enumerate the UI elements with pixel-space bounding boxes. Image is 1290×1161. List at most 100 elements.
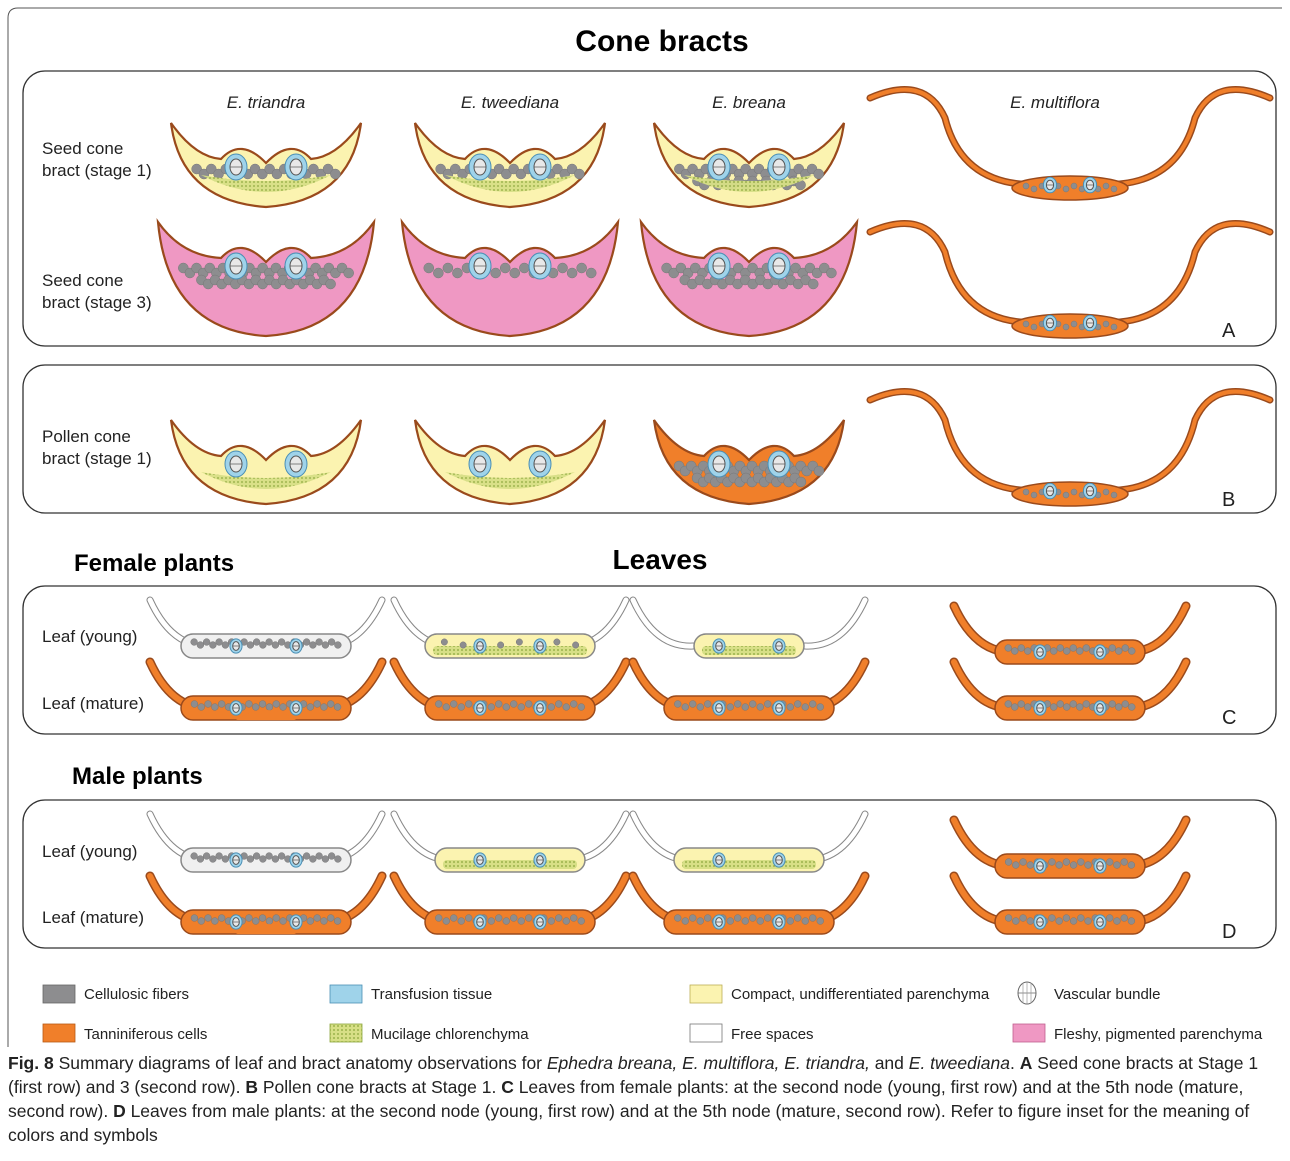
cellulosic-fiber bbox=[554, 639, 560, 645]
cellulosic-fiber bbox=[278, 639, 285, 646]
leaf-diagram bbox=[150, 600, 382, 658]
cellulosic-fiber bbox=[555, 701, 562, 708]
cellulosic-fiber bbox=[1012, 918, 1019, 925]
cellulosic-fiber bbox=[697, 918, 704, 925]
bract-tannin bbox=[870, 224, 1270, 322]
cellulosic-fiber bbox=[1005, 915, 1012, 922]
bract-diagram bbox=[158, 222, 374, 336]
cellulosic-fiber bbox=[443, 704, 450, 711]
cellulosic-fiber bbox=[222, 856, 229, 863]
leaf-diagram bbox=[394, 600, 626, 658]
cellulosic-fiber bbox=[344, 268, 354, 278]
cellulosic-fiber bbox=[253, 639, 260, 646]
cellulosic-fiber bbox=[1111, 492, 1117, 498]
leaf-diagram bbox=[633, 814, 865, 872]
bract-midrib bbox=[1012, 482, 1128, 506]
leaf-diagram bbox=[954, 606, 1186, 664]
cellulosic-fiber bbox=[1106, 915, 1113, 922]
cellulosic-fiber bbox=[1011, 704, 1018, 711]
cellulosic-fiber bbox=[259, 856, 266, 863]
cellulosic-fiber bbox=[518, 704, 525, 711]
cellulosic-fiber bbox=[802, 918, 809, 925]
cellulosic-fiber bbox=[209, 856, 216, 863]
cellulosic-fiber bbox=[197, 856, 204, 863]
cellulosic-fiber bbox=[1114, 862, 1121, 869]
cellulosic-fiber bbox=[259, 642, 266, 649]
cellulosic-fiber bbox=[272, 642, 279, 649]
cellulosic-fiber bbox=[503, 704, 510, 711]
bract-diagram bbox=[171, 420, 361, 504]
cellulosic-fiber bbox=[266, 639, 273, 646]
cellulosic-fiber bbox=[246, 915, 253, 922]
cellulosic-fiber bbox=[1111, 186, 1117, 192]
cellulosic-fiber bbox=[1011, 648, 1018, 655]
cellulosic-fiber bbox=[1128, 648, 1135, 655]
cellulosic-fiber bbox=[525, 915, 532, 922]
bract-midrib bbox=[1012, 314, 1128, 338]
cellulosic-fiber bbox=[435, 915, 442, 922]
cellulosic-fiber bbox=[334, 704, 341, 711]
cellulosic-fiber bbox=[1103, 183, 1109, 189]
cellulosic-fiber bbox=[734, 915, 741, 922]
cellulosic-fiber bbox=[1057, 645, 1064, 652]
cellulosic-fiber bbox=[704, 701, 711, 708]
cellulosic-fiber bbox=[1031, 324, 1037, 330]
cellulosic-fiber bbox=[1070, 918, 1077, 925]
legend-swatch-free bbox=[690, 1024, 722, 1042]
cellulosic-fiber bbox=[674, 701, 681, 708]
cellulosic-fiber bbox=[322, 642, 329, 649]
legend-swatch-fibers bbox=[43, 985, 75, 1003]
cellulosic-fiber bbox=[458, 918, 465, 925]
cellulosic-fiber bbox=[1056, 918, 1063, 925]
legend-label-tannin: Tanniniferous cells bbox=[84, 1026, 207, 1043]
cellulosic-fiber bbox=[1063, 915, 1070, 922]
row-label-d-mature: Leaf (mature) bbox=[42, 908, 144, 927]
bract-diagram bbox=[654, 420, 844, 504]
cellulosic-fiber bbox=[1121, 915, 1128, 922]
cellulosic-fiber bbox=[1128, 704, 1135, 711]
panel-letter-d: D bbox=[1222, 921, 1236, 943]
leaf-diagram bbox=[150, 662, 382, 720]
cellulosic-fiber bbox=[548, 704, 555, 711]
leaf-mucilage bbox=[433, 646, 587, 655]
row-label-d-young: Leaf (young) bbox=[42, 842, 137, 861]
cellulosic-fiber bbox=[826, 268, 836, 278]
cellulosic-fiber bbox=[316, 853, 323, 860]
figure-caption: Fig. 8 Summary diagrams of leaf and brac… bbox=[8, 1051, 1280, 1147]
cellulosic-fiber bbox=[742, 704, 749, 711]
multiflora-bract bbox=[870, 392, 1270, 506]
cellulosic-fiber bbox=[198, 918, 205, 925]
cellulosic-fiber bbox=[280, 704, 287, 711]
cellulosic-fiber bbox=[1071, 489, 1077, 495]
cellulosic-fiber bbox=[203, 853, 210, 860]
cellulosic-fiber bbox=[253, 853, 260, 860]
bract-body bbox=[171, 420, 361, 504]
cellulosic-fiber bbox=[198, 704, 205, 711]
cellulosic-fiber bbox=[563, 704, 570, 711]
cellulosic-fiber bbox=[682, 704, 689, 711]
cellulosic-fiber bbox=[280, 918, 287, 925]
leaf-diagram bbox=[633, 600, 865, 658]
cellulosic-fiber bbox=[1085, 918, 1092, 925]
row-label-a1-line2: bract (stage 1) bbox=[42, 161, 152, 180]
cellulosic-fiber bbox=[197, 642, 204, 649]
cellulosic-fiber bbox=[1121, 859, 1128, 866]
cellulosic-fiber bbox=[443, 918, 450, 925]
cellulosic-fiber bbox=[1077, 859, 1084, 866]
cellulosic-fiber bbox=[1071, 321, 1077, 327]
cellulosic-fiber bbox=[808, 279, 818, 289]
caption-species-list: Ephedra breana, E. multiflora, E. triand… bbox=[547, 1053, 870, 1073]
cellulosic-fiber bbox=[191, 853, 198, 860]
leaf-diagram bbox=[394, 876, 626, 934]
row-label-c-mature: Leaf (mature) bbox=[42, 694, 144, 713]
cellulosic-fiber bbox=[510, 915, 517, 922]
cellulosic-fiber bbox=[704, 915, 711, 922]
cellulosic-fiber bbox=[321, 918, 328, 925]
legend-label-free: Free spaces bbox=[731, 1026, 814, 1043]
cellulosic-fiber bbox=[814, 169, 824, 179]
cellulosic-fiber bbox=[1076, 704, 1083, 711]
caption-c-letter: C bbox=[501, 1077, 514, 1097]
cellulosic-fiber bbox=[817, 918, 824, 925]
cellulosic-fiber bbox=[516, 639, 522, 645]
cellulosic-fiber bbox=[578, 918, 585, 925]
